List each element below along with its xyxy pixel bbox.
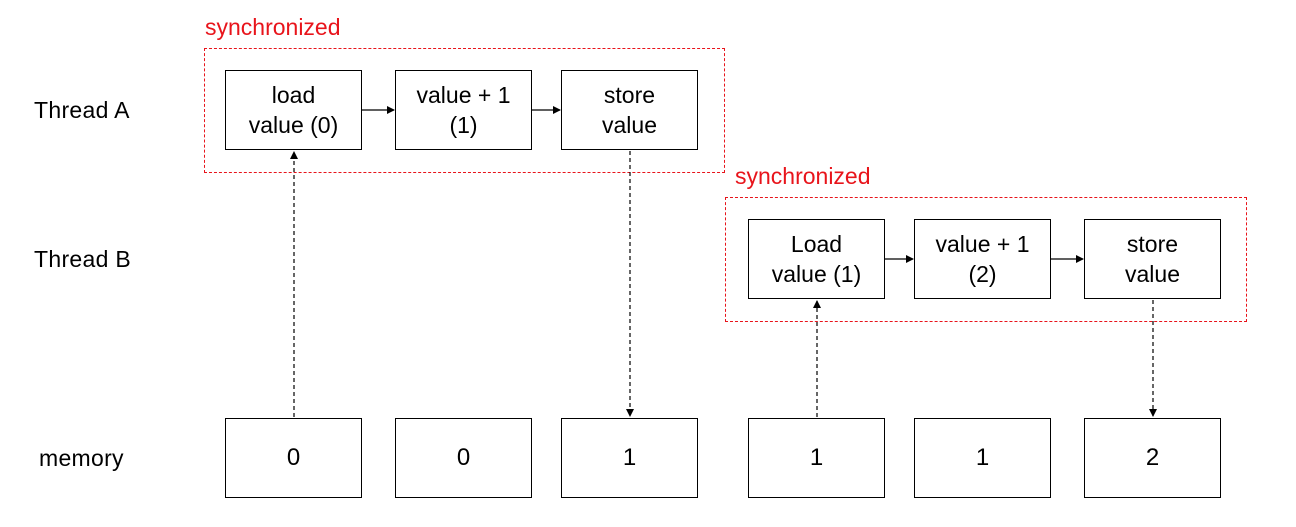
step-line: value + 1 <box>416 82 511 108</box>
memory-cell: 2 <box>1084 418 1221 498</box>
sync-frame-a <box>204 48 725 173</box>
memory-label: memory <box>39 445 124 471</box>
sync-label-a: synchronized <box>205 14 341 40</box>
thread-a-label: Thread A <box>34 97 130 123</box>
thread-a-store-box: store value <box>561 70 698 150</box>
memory-cell: 1 <box>748 418 885 498</box>
memory-cell: 1 <box>561 418 698 498</box>
sync-frame-b <box>725 197 1247 322</box>
step-line: value <box>1125 261 1180 287</box>
step-line: store <box>1126 231 1179 257</box>
thread-b-load-box: Load value (1) <box>748 219 885 299</box>
step-line: load <box>271 82 316 108</box>
thread-b-store-box: store value <box>1084 219 1221 299</box>
step-line: value + 1 <box>935 231 1030 257</box>
step-line: value (1) <box>771 261 862 287</box>
step-line: (1) <box>449 112 478 138</box>
memory-cell: 1 <box>914 418 1051 498</box>
step-line: store <box>603 82 656 108</box>
step-line: (2) <box>968 261 997 287</box>
step-line: value <box>602 112 657 138</box>
thread-b-label: Thread B <box>34 246 132 272</box>
memory-cell: 0 <box>395 418 532 498</box>
thread-a-increment-box: value + 1 (1) <box>395 70 532 150</box>
step-line: value (0) <box>248 112 339 138</box>
memory-cell: 0 <box>225 418 362 498</box>
thread-a-load-box: load value (0) <box>225 70 362 150</box>
thread-b-increment-box: value + 1 (2) <box>914 219 1051 299</box>
step-line: Load <box>790 231 843 257</box>
sync-label-b: synchronized <box>735 163 871 189</box>
